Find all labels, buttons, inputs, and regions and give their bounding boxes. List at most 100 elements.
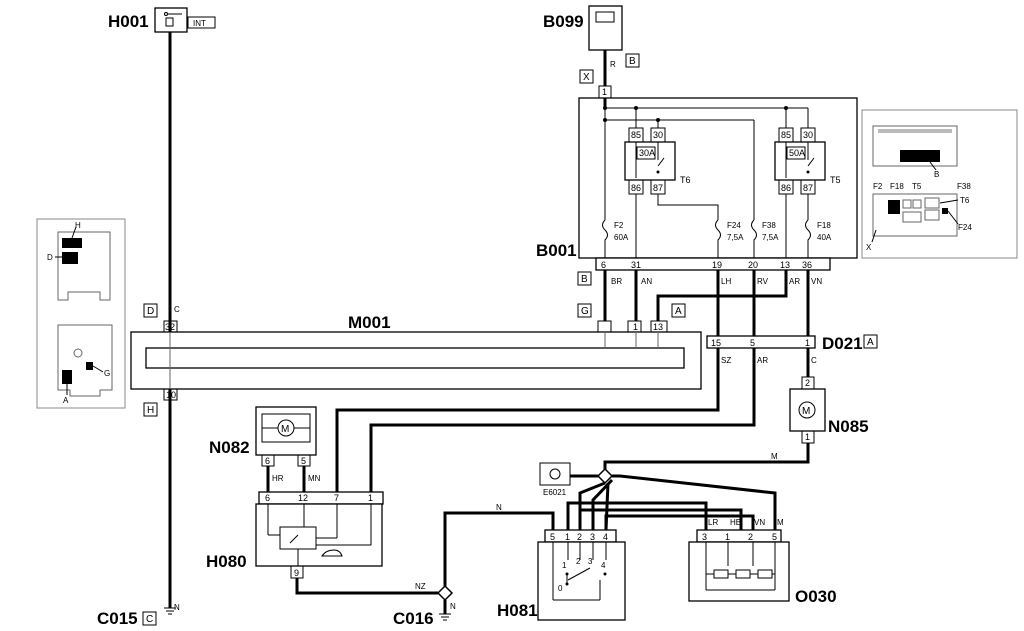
inset-right-b-label: B: [934, 170, 939, 179]
o030-pin-1: 1: [725, 532, 730, 542]
h081-pin-5: 5: [550, 532, 555, 542]
n085-label: N085: [828, 417, 869, 436]
d-connector-label: D: [147, 306, 154, 317]
h080-pin-1: 1: [368, 493, 373, 503]
h081-switch: 5 1 2 3 4 1 2 3 4 0 H081: [497, 529, 626, 621]
wire-color-rv: RV: [757, 277, 769, 286]
d021-label: D021: [822, 334, 863, 353]
fuse-f18-rating: 40A: [817, 233, 832, 242]
t5-label: T5: [830, 175, 841, 185]
c015-label: C015: [97, 609, 138, 628]
o030-pin-3: 3: [702, 532, 707, 542]
d021-pin-15: 15: [711, 338, 721, 348]
h080-pin-9: 9: [294, 568, 299, 578]
wire-color-m2: M: [777, 518, 784, 527]
wire-color-n-c016: N: [450, 602, 456, 611]
h081-pin-4: 4: [603, 532, 608, 542]
t5-pin-86: 86: [781, 183, 791, 193]
o030-component: 3 1 2 5 O030: [688, 529, 837, 606]
c016-ground: N C016: [393, 602, 456, 628]
wire-color-vn2: VN: [754, 518, 765, 527]
h080-pin-6: 6: [265, 493, 270, 503]
inset-right-f2-label: F2: [873, 182, 883, 191]
inset-right-t6-label: T6: [960, 196, 970, 205]
fuse-f24-name: F24: [727, 221, 741, 230]
wire-color-m: M: [771, 452, 778, 461]
n085-pin-2: 2: [805, 378, 810, 388]
car-icon: [321, 549, 343, 557]
a-d021-connector-label: A: [867, 337, 874, 348]
n082-pin-6: 6: [265, 456, 270, 466]
g-connector-label: G: [581, 306, 589, 317]
b001-pin-6: 6: [601, 260, 606, 270]
wire-color-hr: HR: [272, 474, 284, 483]
h081-pin-2: 2: [577, 532, 582, 542]
wire-color-c-n085: C: [811, 356, 817, 365]
o030-pin-2: 2: [748, 532, 753, 542]
wire-color-lh: LH: [721, 277, 731, 286]
wire-color-lr: LR: [708, 518, 718, 527]
h081-pos-2: 2: [576, 557, 581, 566]
h081-pin-3: 3: [590, 532, 595, 542]
e6021-ground-point: E6021: [539, 462, 571, 497]
m001-component: M001 32 10 1 13: [130, 313, 702, 401]
m001-pin-32: 32: [165, 322, 175, 332]
inset-right-x-label: X: [866, 243, 872, 252]
wire-color-ar: AR: [789, 277, 800, 286]
inset-left-g-label: G: [104, 369, 110, 378]
o030-pin-5: 5: [772, 532, 777, 542]
b-top-connector-label: B: [629, 56, 636, 67]
a-connector-label: A: [675, 306, 682, 317]
t6-pin-87: 87: [653, 183, 663, 193]
n082-motor: M 6 5 N082: [209, 406, 317, 467]
wire-color-hb: HB: [730, 518, 741, 527]
m001-pin-10: 10: [166, 390, 176, 400]
m001-pin-1: 1: [633, 322, 638, 332]
m001-pin-13: 13: [653, 322, 663, 332]
h081-pos-3: 3: [588, 557, 593, 566]
wire-color-ar2: AR: [757, 356, 768, 365]
m001-label: M001: [348, 313, 391, 332]
n082-pin-5: 5: [301, 456, 306, 466]
h080-component: 6 12 7 1 9 H080: [206, 491, 384, 579]
h081-label: H081: [497, 601, 538, 620]
b001-pin-31: 31: [631, 260, 641, 270]
wire-color-n: N: [496, 503, 502, 512]
n082-motor-icon: M: [281, 424, 289, 435]
b001-fuse-box: B001 85 30 30A T6 86 87 8: [536, 97, 858, 271]
n085-motor-icon: M: [802, 406, 810, 417]
fuse-f2-rating: 60A: [614, 233, 629, 242]
t6-pin-86: 86: [631, 183, 641, 193]
wire-color-vn: VN: [811, 277, 822, 286]
c016-label: C016: [393, 609, 434, 628]
inset-right-f38-label: F38: [957, 182, 971, 191]
fuse-f38-rating: 7,5A: [762, 233, 779, 242]
inset-left-a-label: A: [63, 396, 69, 405]
wire-color-nz: NZ: [415, 582, 426, 591]
h-connector-label: H: [147, 405, 154, 416]
b001-label: B001: [536, 241, 577, 260]
h080-pin-7: 7: [334, 493, 339, 503]
t6-pin-85: 85: [631, 130, 641, 140]
inset-left: H D G A: [36, 218, 126, 409]
d021-pin-5: 5: [750, 338, 755, 348]
t5-pin-30: 30: [803, 130, 813, 140]
inset-right-f24-label: F24: [958, 223, 972, 232]
n085-pin-1: 1: [805, 432, 810, 442]
t6-pin-30: 30: [653, 130, 663, 140]
c-c015-connector-label: C: [146, 614, 153, 625]
e6021-label: E6021: [543, 488, 567, 497]
t6-label: T6: [680, 175, 691, 185]
fuse-f38-name: F38: [762, 221, 776, 230]
b001-pin-19: 19: [712, 260, 722, 270]
n082-label: N082: [209, 438, 250, 457]
t5-pin-85: 85: [781, 130, 791, 140]
b099-component: B099 B R X 1: [543, 5, 640, 99]
inset-left-d-label: D: [47, 253, 53, 262]
inset-right-f18-label: F18: [890, 182, 904, 191]
b-mid-connector-label: B: [581, 274, 588, 285]
b001-pin-20: 20: [748, 260, 758, 270]
n085-motor: 2 M 1 N085: [789, 376, 869, 444]
wire-color-br: BR: [611, 277, 622, 286]
